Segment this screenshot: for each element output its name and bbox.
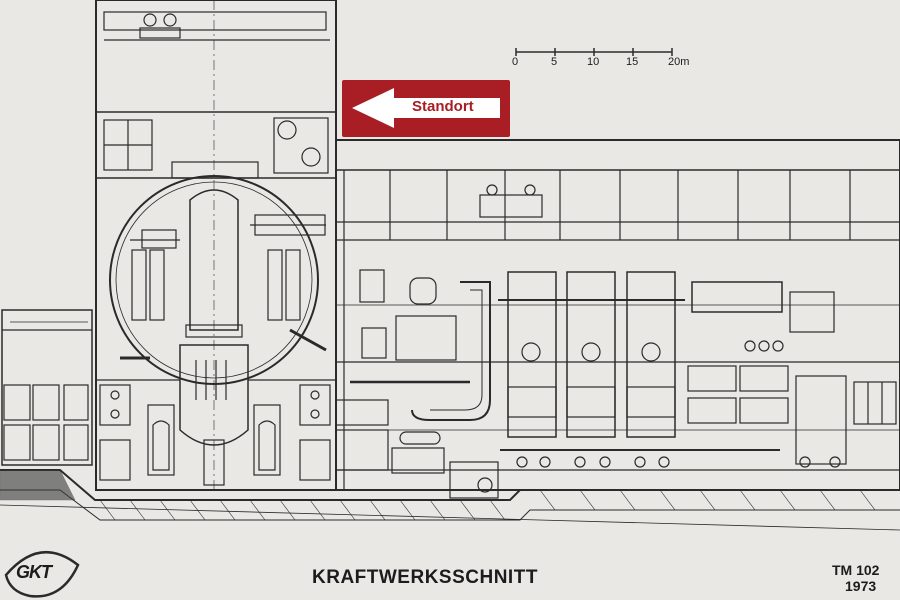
scale-bar [515,48,673,56]
location-sign-label: Standort [412,98,474,115]
scale-tick-5: 5 [551,56,558,68]
drawing-number: TM 102 [832,562,880,578]
company-logo-text: GKT [16,562,52,582]
gkt-logo-emblem [4,550,80,598]
turbine-hall [335,139,900,499]
left-auxiliary-building [1,309,93,466]
scale-tick-10: 10 [587,56,600,68]
drawing-title: KRAFTWERKSSCHNITT [312,567,538,588]
drawing-year: 1973 [845,578,877,594]
arrow-left-icon [352,88,500,128]
location-sign: Standort [342,80,510,137]
scale-tick-0: 0 [512,56,519,68]
scale-tick-15: 15 [626,56,639,68]
reactor-building [95,0,337,491]
scale-tick-20: 20m [668,56,690,68]
